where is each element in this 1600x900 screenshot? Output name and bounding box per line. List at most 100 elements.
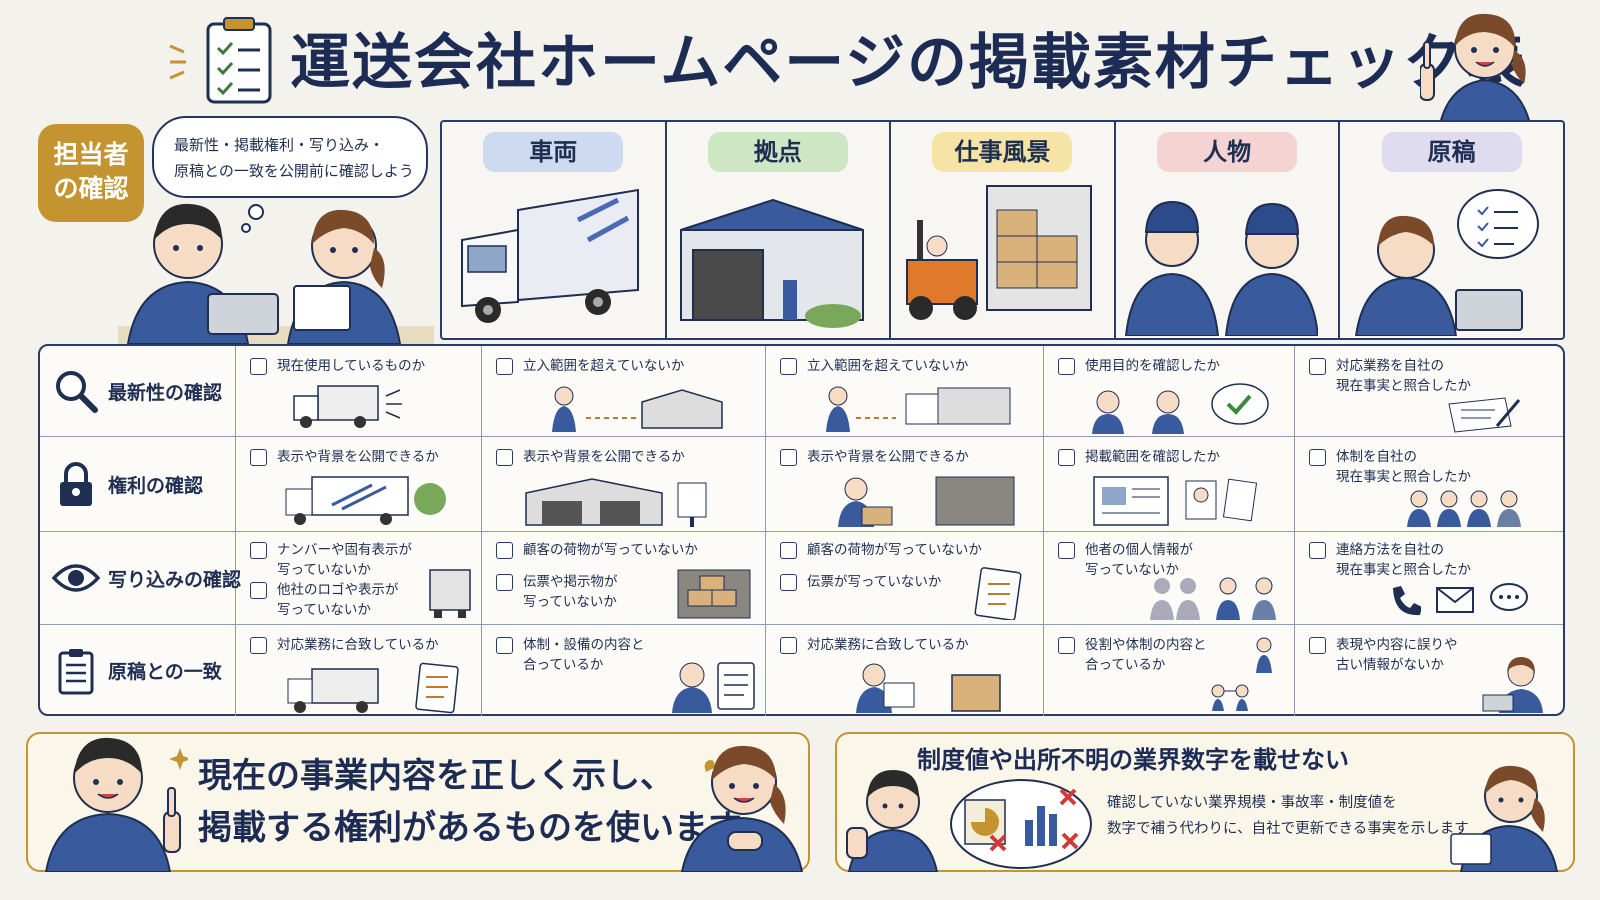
row-label: 最新性の確認 [108, 381, 223, 404]
warning-box: 制度値や出所不明の業界数字を載せない 確認していない業界規模・事故率・制度値を … [835, 732, 1575, 872]
checkbox[interactable] [250, 358, 267, 375]
warning-line-1: 確認していない業界規模・事故率・制度値を [1107, 795, 1397, 811]
check-item[interactable]: 役割や体制の内容と合っているか [1058, 635, 1207, 675]
writing-woman-icon [1450, 765, 1559, 872]
checkbox[interactable] [1058, 637, 1075, 654]
check-item[interactable]: 体制を自社の現在事実と照合したか [1309, 447, 1471, 487]
category-header: 車両 拠点 仕事風景 [440, 120, 1565, 340]
slip-clipboard-icon [974, 567, 1022, 620]
check-item[interactable]: 掲載範囲を確認したか [1058, 447, 1220, 467]
checkbox[interactable] [1058, 542, 1075, 559]
truck-icon [293, 385, 402, 428]
check-text: 立入範囲を超えていないか [523, 358, 685, 374]
check-text: 現在使用しているものか [277, 358, 426, 374]
checkbox[interactable] [496, 574, 513, 591]
check-item[interactable]: 連絡方法を自社の現在事実と照合したか [1309, 540, 1471, 580]
check-item[interactable]: 対応業務を自社の現在事実と照合したか [1309, 356, 1471, 396]
check-item[interactable]: 伝票が写っていないか [780, 572, 941, 592]
eye-icon [52, 564, 100, 592]
check-text: 写っていないか [277, 562, 371, 578]
check-item[interactable]: 他社のロゴや表示が写っていないか [250, 580, 399, 620]
staff-check-badge: 担当者 の確認 [38, 124, 144, 222]
checkbox[interactable] [1309, 449, 1326, 466]
checkbox[interactable] [780, 449, 797, 466]
check-item[interactable]: 表現や内容に誤りや古い情報がないか [1309, 635, 1458, 675]
check-item[interactable]: 表示や背景を公開できるか [496, 447, 685, 467]
check-cell: ナンバーや固有表示が写っていないか 他社のロゴや表示が写っていないか [236, 532, 482, 624]
checkbox[interactable] [1309, 358, 1326, 375]
category-vehicle: 車両 [442, 122, 667, 338]
checkbox[interactable] [250, 449, 267, 466]
worker-box-icon [838, 476, 1015, 527]
check-item[interactable]: 体制・設備の内容と合っているか [496, 635, 645, 675]
check-item[interactable]: 顧客の荷物が写っていないか [780, 540, 982, 560]
document-pen-icon [1448, 397, 1521, 433]
check-text: 対応業務に合致しているか [807, 637, 969, 653]
bystanders-icon [1150, 577, 1276, 620]
checkbox[interactable] [496, 637, 513, 654]
check-text: 伝票が写っていないか [807, 574, 942, 590]
warning-text: 確認していない業界規模・事故率・制度値を 数字で補う代わりに、自社で更新できる事… [1107, 790, 1469, 842]
check-item[interactable]: 伝票や掲示物が写っていないか [496, 572, 618, 612]
checkbox[interactable] [1309, 542, 1326, 559]
check-text: 写っていないか [1085, 562, 1179, 578]
check-item[interactable]: 顧客の荷物が写っていないか [496, 540, 698, 560]
checkbox[interactable] [250, 637, 267, 654]
check-item[interactable]: 対応業務に合致しているか [250, 635, 439, 655]
checkbox[interactable] [780, 574, 797, 591]
checkbox[interactable] [780, 542, 797, 559]
check-item[interactable]: 使用目的を確認したか [1058, 356, 1220, 376]
check-item[interactable]: 表示や背景を公開できるか [780, 447, 969, 467]
check-item[interactable]: 対応業務に合致しているか [780, 635, 969, 655]
summary-box: 現在の事業内容を正しく示し、 掲載する権利があるものを使います [26, 732, 810, 872]
category-label: 人物 [1157, 132, 1298, 172]
check-cell: 表示や背景を公開できるか [766, 437, 1044, 531]
checkbox[interactable] [1309, 637, 1326, 654]
check-text: ナンバーや固有表示が [277, 542, 412, 558]
checkbox[interactable] [496, 449, 513, 466]
check-text: 立入範囲を超えていないか [807, 358, 969, 374]
checkbox[interactable] [780, 637, 797, 654]
row-header: 最新性の確認 [40, 346, 236, 436]
workers-check-icon [1092, 383, 1269, 434]
staff-pair-illustration [118, 203, 434, 344]
check-item[interactable]: 現在使用しているものか [250, 356, 425, 376]
bubble-line-2: 原稿との一致を公開前に確認しよう [174, 162, 414, 180]
boxes-in-container-icon [677, 569, 751, 619]
check-item[interactable]: 他者の個人情報が写っていないか [1058, 540, 1193, 580]
check-cell: 対応業務を自社の現在事実と照合したか [1295, 346, 1567, 436]
check-cell: 役割や体制の内容と合っているか [1044, 625, 1295, 716]
check-cell: 他者の個人情報が写っていないか [1044, 532, 1295, 624]
worker-clipboard-icon [672, 662, 755, 713]
woman-hand-chest-icon [680, 745, 804, 872]
category-people: 人物 [1116, 122, 1341, 338]
check-text: 体制を自社の [1336, 449, 1417, 465]
truck-logo-icon [285, 476, 446, 525]
check-cell: 顧客の荷物が写っていないか 伝票が写っていないか [766, 532, 1044, 624]
check-item[interactable]: 立入範囲を超えていないか [780, 356, 968, 376]
table-row-rights: 権利の確認 表示や背景を公開できるか 表示や背景を公開できるか 表示や背景を公開… [40, 437, 1563, 532]
checkbox[interactable] [1058, 449, 1075, 466]
checkbox[interactable] [496, 358, 513, 375]
pointing-woman-icon [1420, 13, 1532, 124]
org-chart-icon [1211, 637, 1272, 711]
check-text: 写っていないか [277, 602, 371, 618]
checkbox[interactable] [250, 542, 267, 559]
check-item[interactable]: ナンバーや固有表示が写っていないか [250, 540, 412, 580]
check-item[interactable]: 表示や背景を公開できるか [250, 447, 439, 467]
check-item[interactable]: 立入範囲を超えていないか [496, 356, 684, 376]
warehouse-sign-icon [525, 478, 707, 527]
category-label: 車両 [483, 132, 624, 172]
webpage-photo-icon [1093, 476, 1258, 526]
category-label: 仕事風景 [932, 132, 1073, 172]
row-header: 原稿との一致 [40, 625, 236, 716]
checkbox[interactable] [250, 582, 267, 599]
forklift-icon [906, 185, 1093, 320]
checkbox[interactable] [780, 358, 797, 375]
check-text: 体制・設備の内容と [523, 637, 645, 653]
summary-line-2: 掲載する権利があるものを使います [198, 808, 742, 848]
check-text: 合っているか [1085, 657, 1166, 673]
checkbox[interactable] [1058, 358, 1075, 375]
row-label: 写り込みの確認 [108, 568, 242, 591]
checkbox[interactable] [496, 542, 513, 559]
